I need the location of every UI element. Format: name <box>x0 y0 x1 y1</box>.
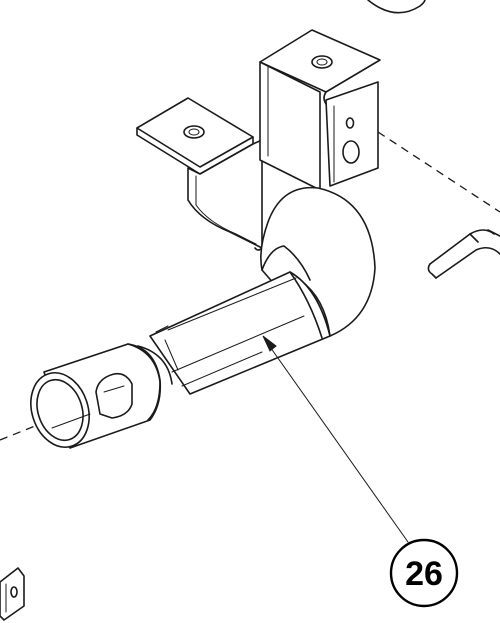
centerline-left <box>0 423 41 441</box>
venturi-inlet <box>30 343 173 449</box>
leader-arrow <box>262 335 409 543</box>
centerline-right <box>377 131 500 213</box>
callout-label: 26 <box>405 555 443 593</box>
partial-callout-circle <box>367 0 426 14</box>
burner-tube <box>149 186 376 395</box>
bracket-body <box>187 139 263 251</box>
bottom-left-partial-tab <box>0 567 25 621</box>
callout-bubble: 26 <box>389 538 459 608</box>
bent-rod-part <box>427 229 500 279</box>
side-plate <box>325 81 379 187</box>
